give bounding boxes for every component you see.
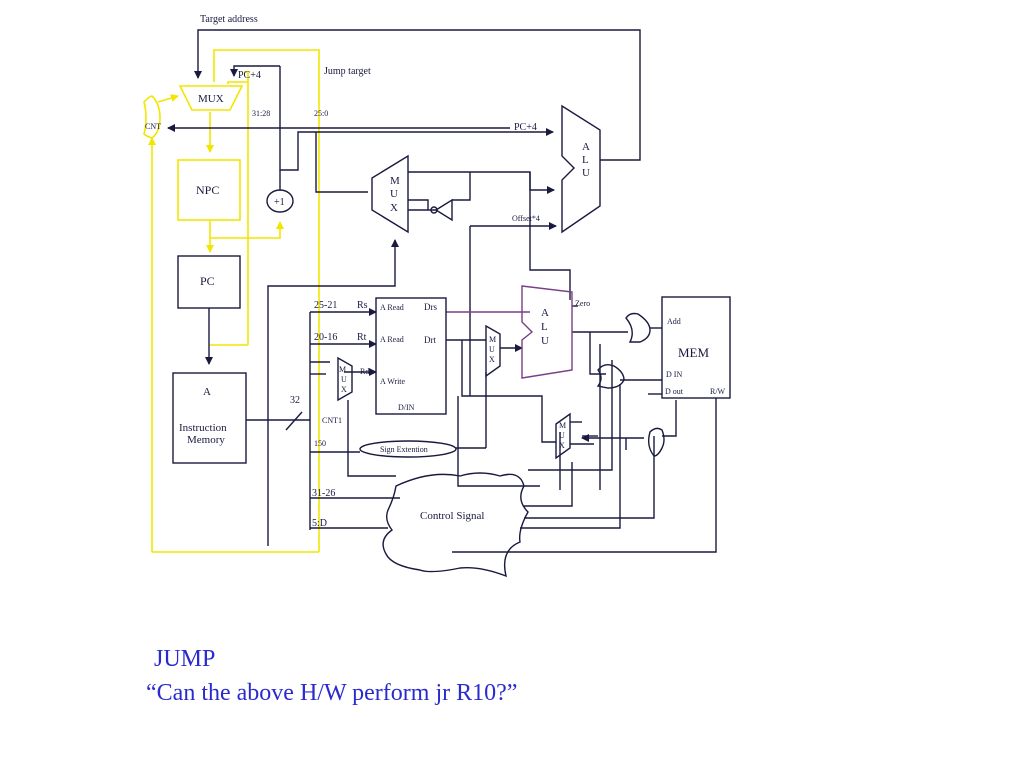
label-alu-top-l: L bbox=[582, 154, 589, 166]
pc-register bbox=[177, 255, 241, 309]
label-field-5d: 5:D bbox=[312, 518, 327, 529]
label-sign-extension: Sign Extention bbox=[380, 445, 428, 454]
label-mux-alu-u: U bbox=[489, 345, 495, 354]
label-npc: NPC bbox=[196, 183, 219, 197]
alu-top bbox=[561, 104, 601, 234]
label-field-150: 150 bbox=[314, 439, 326, 448]
label-mux-alu-x: X bbox=[489, 355, 495, 364]
gate-3 bbox=[647, 427, 665, 457]
label-mux-lower-m: M bbox=[559, 421, 566, 430]
label-bits-25-0: 25:0 bbox=[314, 109, 328, 118]
label-rs: Rs bbox=[357, 300, 368, 311]
slide-question: “Can the above H/W perform jr R10?” bbox=[146, 680, 518, 706]
alu-mid bbox=[521, 285, 573, 379]
control-signal-unit bbox=[382, 472, 529, 578]
slide-title: JUMP bbox=[154, 646, 216, 672]
datapath-wires bbox=[167, 29, 717, 553]
label-mem-din: D IN bbox=[666, 370, 682, 379]
pc-mux bbox=[178, 85, 244, 111]
label-din-reg: D/IN bbox=[398, 403, 415, 412]
gate-1 bbox=[625, 312, 651, 343]
label-field-20-16: 20-16 bbox=[314, 332, 337, 343]
mux-alu-input bbox=[485, 324, 501, 378]
label-mux-center-u: U bbox=[390, 188, 398, 200]
label-field-25-21: 25-21 bbox=[314, 300, 337, 311]
diagram-labels: Target address PC+4 Jump target MUX 31:2… bbox=[145, 14, 726, 529]
label-mem-rw: R/W bbox=[710, 387, 726, 396]
label-mux-rd-m: M bbox=[339, 365, 346, 374]
label-alu-top-u: U bbox=[582, 167, 590, 179]
npc-register bbox=[177, 159, 241, 221]
label-bits-31-28: 31:28 bbox=[252, 109, 270, 118]
label-a-read-1: A Read bbox=[380, 303, 404, 312]
label-mux-rd-x: X bbox=[341, 385, 347, 394]
label-instr-mem-instruction: Instruction bbox=[179, 422, 227, 434]
label-a-write: A Write bbox=[380, 377, 406, 386]
label-mem-add: Add bbox=[667, 317, 681, 326]
label-mux-rd-u: U bbox=[341, 375, 347, 384]
label-mux-lower-x: X bbox=[559, 441, 565, 450]
label-instr-mem-memory: Memory bbox=[187, 434, 225, 446]
register-file bbox=[375, 297, 447, 415]
label-mux-lower-u: U bbox=[559, 431, 565, 440]
label-cnt: CNT bbox=[145, 122, 161, 131]
label-mux-top: MUX bbox=[198, 93, 224, 105]
label-drt: Drt bbox=[424, 335, 436, 345]
label-alu-mid-u: U bbox=[541, 335, 549, 347]
label-rt: Rt bbox=[357, 332, 367, 343]
label-field-31-26: 31-26 bbox=[312, 488, 335, 499]
label-alu-mid-a: A bbox=[541, 307, 549, 319]
label-pc: PC bbox=[200, 274, 215, 288]
cnt-unit bbox=[143, 95, 161, 139]
label-mem-dout: D out bbox=[665, 387, 684, 396]
gate-2 bbox=[596, 363, 625, 389]
label-cnt1: CNT1 bbox=[322, 416, 342, 425]
label-pc-plus4-top: PC+4 bbox=[238, 70, 261, 81]
label-jump-target: Jump target bbox=[324, 66, 371, 77]
label-target-address: Target address bbox=[200, 14, 258, 25]
label-a-read-2: A Read bbox=[380, 335, 404, 344]
mux-lower bbox=[555, 412, 571, 460]
label-alu-mid-l: L bbox=[541, 321, 548, 333]
sign-extension-unit bbox=[359, 440, 457, 458]
buffer-triangle bbox=[434, 198, 453, 222]
label-alu-top-a: A bbox=[582, 141, 590, 153]
label-control-signal: Control Signal bbox=[420, 510, 484, 522]
label-bus-32: 32 bbox=[290, 395, 300, 406]
mux-center bbox=[371, 154, 409, 234]
label-mux-alu-m: M bbox=[489, 335, 496, 344]
label-drs: Drs bbox=[424, 302, 437, 312]
buffer-bubble bbox=[430, 206, 438, 214]
label-mux-center-x: X bbox=[390, 202, 398, 214]
increment-circle bbox=[266, 189, 294, 213]
mux-rd bbox=[337, 356, 353, 402]
jump-path-wires bbox=[148, 49, 320, 553]
label-rd: Rd bbox=[360, 367, 369, 376]
label-zero: Zero bbox=[575, 299, 590, 308]
datapath-components bbox=[172, 104, 731, 578]
label-instr-mem-a: A bbox=[203, 386, 211, 398]
data-memory bbox=[661, 296, 731, 399]
label-pc-plus4-mid: PC+4 bbox=[514, 122, 537, 133]
label-offset4: Offset*4 bbox=[512, 214, 540, 223]
label-plus-one: +1 bbox=[274, 197, 285, 208]
label-mux-center-m: M bbox=[390, 175, 400, 187]
instruction-memory bbox=[172, 372, 247, 464]
label-mem: MEM bbox=[678, 345, 710, 360]
